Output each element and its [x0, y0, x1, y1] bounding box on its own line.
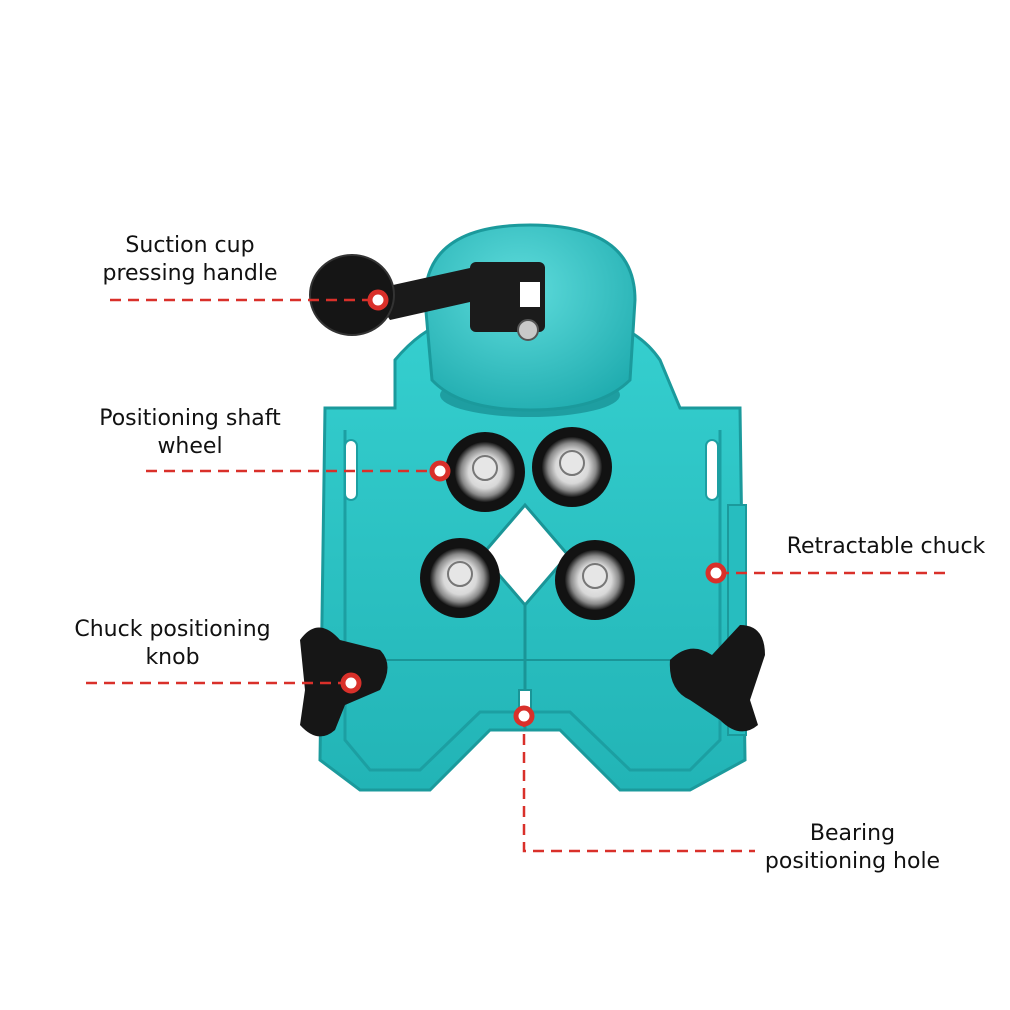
callout-text-line1: Suction cup	[125, 233, 255, 258]
callout-text-line1: Positioning shaft	[99, 406, 281, 431]
positioning-wheel-bottom-left	[420, 538, 500, 618]
handle-grip	[309, 254, 395, 336]
chuck-knob-right	[669, 625, 765, 732]
positioning-wheel-bottom-right	[555, 540, 635, 620]
callout-label-retractable-chuck: Retractable chuck	[775, 533, 997, 561]
positioning-wheel-top-right	[532, 427, 612, 507]
handle-clevis	[470, 262, 545, 332]
marker-shaft-wheel	[429, 460, 451, 482]
center-opening	[480, 502, 570, 608]
callout-lines	[86, 298, 952, 853]
callout-label-bearing-hole: Bearing positioning hole	[750, 820, 955, 876]
callout-text-line1: Bearing	[809, 821, 896, 846]
handle-clevis-window	[520, 282, 540, 307]
marker-bearing-hole	[513, 705, 535, 727]
marker-suction-handle	[367, 289, 389, 311]
positioning-wheel-top-left	[445, 432, 525, 512]
callout-label-shaft-wheel: Positioning shaft wheel	[80, 405, 300, 461]
callout-label-suction-handle: Suction cup pressing handle	[80, 232, 300, 288]
marker-chuck-knob	[340, 672, 362, 694]
callout-text-line1: Chuck positioning	[74, 617, 271, 642]
right-slot	[705, 439, 719, 501]
marker-retractable-chuck	[705, 562, 727, 584]
handle-pin	[517, 319, 539, 341]
callout-label-chuck-knob: Chuck positioning knob	[60, 616, 285, 672]
callout-text-line2: pressing handle	[102, 261, 278, 286]
callout-markers	[340, 289, 727, 727]
callout-text-line2: wheel	[157, 434, 223, 459]
callout-text-line2: knob	[145, 645, 200, 670]
callout-text-line1: Retractable chuck	[786, 534, 986, 559]
callout-text-line2: positioning hole	[764, 849, 941, 874]
